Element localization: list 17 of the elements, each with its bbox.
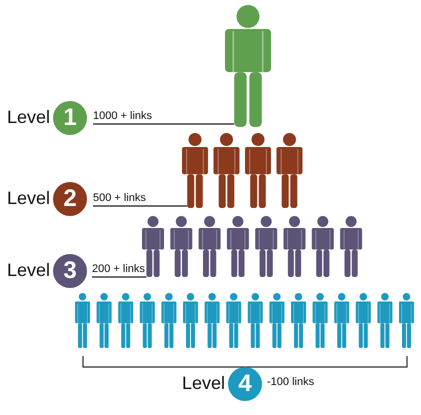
leader-line xyxy=(92,276,146,278)
level-label: Level xyxy=(6,188,50,209)
leader-line xyxy=(93,205,188,207)
level-label: Level xyxy=(182,373,225,394)
link-count: 200 + links xyxy=(92,262,145,276)
link-count: 500 + links xyxy=(93,191,146,205)
link-count: 1000 + links xyxy=(93,109,152,123)
leader-line xyxy=(93,123,234,125)
person-icon xyxy=(182,133,208,208)
level-label: Level xyxy=(6,260,50,281)
level-badge: 3 xyxy=(53,254,87,288)
level-badge: 1 xyxy=(53,101,87,135)
level-badge: 2 xyxy=(53,182,87,216)
level-badge: 4 xyxy=(228,367,262,401)
level-label: Level xyxy=(6,107,50,128)
person-icon xyxy=(225,5,271,127)
link-count: -100 links xyxy=(267,376,314,388)
